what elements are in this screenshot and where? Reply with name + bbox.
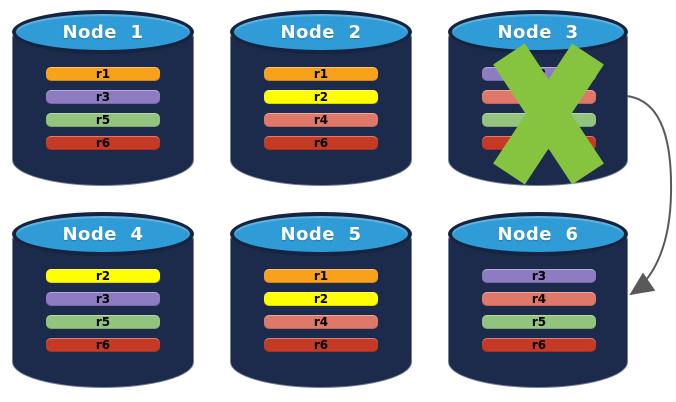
node-6-title: Node 6 <box>497 223 579 245</box>
node-4: r2 r3 r5 r6 Node 4 <box>12 212 194 388</box>
replica-bar: r6 <box>264 136 378 150</box>
node-2-cylinder-body <box>230 32 412 186</box>
node-4-cylinder-body <box>12 234 194 388</box>
node-6-cylinder-body <box>448 234 628 388</box>
failure-x-icon <box>493 43 604 185</box>
replica-bar: r5 <box>46 315 160 329</box>
node-3-title: Node 3 <box>497 21 579 43</box>
node-2: r1 r2 r4 r6 Node 2 <box>230 10 412 186</box>
node-4-cylinder-top: Node 4 <box>12 212 194 256</box>
node-1-title: Node 1 <box>62 21 144 43</box>
replica-bar: r1 <box>46 67 160 81</box>
node-5-title: Node 5 <box>280 223 362 245</box>
node-3: r3 r4 r5 r6 Node 3 <box>448 10 628 186</box>
replica-bar: r1 <box>264 269 378 283</box>
node-4-title: Node 4 <box>62 223 144 245</box>
node-1: r1 r3 r5 r6 Node 1 <box>12 10 194 186</box>
node-3-cylinder-top: Node 3 <box>448 10 628 54</box>
node-5: r1 r2 r4 r6 Node 5 <box>230 212 412 388</box>
node-1-cylinder-body <box>12 32 194 186</box>
node-6-replica-list: r3 r4 r5 r6 <box>482 269 596 352</box>
replica-bar: r3 <box>46 292 160 306</box>
replica-bar: r6 <box>46 338 160 352</box>
replica-bar: r6 <box>482 338 596 352</box>
replica-bar: r3 <box>46 90 160 104</box>
node-5-cylinder-top: Node 5 <box>230 212 412 256</box>
replica-bar: r4 <box>264 113 378 127</box>
node-1-replica-list: r1 r3 r5 r6 <box>46 67 160 150</box>
node-2-title: Node 2 <box>280 21 362 43</box>
replica-bar: r2 <box>46 269 160 283</box>
replica-bar: r4 <box>482 292 596 306</box>
node-6: r3 r4 r5 r6 Node 6 <box>448 212 628 388</box>
replica-bar: r2 <box>264 90 378 104</box>
replica-bar: r1 <box>264 67 378 81</box>
node-4-replica-list: r2 r3 r5 r6 <box>46 269 160 352</box>
node-1-cylinder-top: Node 1 <box>12 10 194 54</box>
node-2-replica-list: r1 r2 r4 r6 <box>264 67 378 150</box>
node-2-cylinder-top: Node 2 <box>230 10 412 54</box>
replica-bar: r4 <box>264 315 378 329</box>
node-6-cylinder-top: Node 6 <box>448 212 628 256</box>
replica-bar: r3 <box>482 269 596 283</box>
replica-bar: r5 <box>46 113 160 127</box>
replica-bar: r6 <box>264 338 378 352</box>
replica-bar: r2 <box>264 292 378 306</box>
replica-bar: r6 <box>46 136 160 150</box>
replica-bar: r5 <box>482 315 596 329</box>
node-5-cylinder-body <box>230 234 412 388</box>
node-5-replica-list: r1 r2 r4 r6 <box>264 269 378 352</box>
